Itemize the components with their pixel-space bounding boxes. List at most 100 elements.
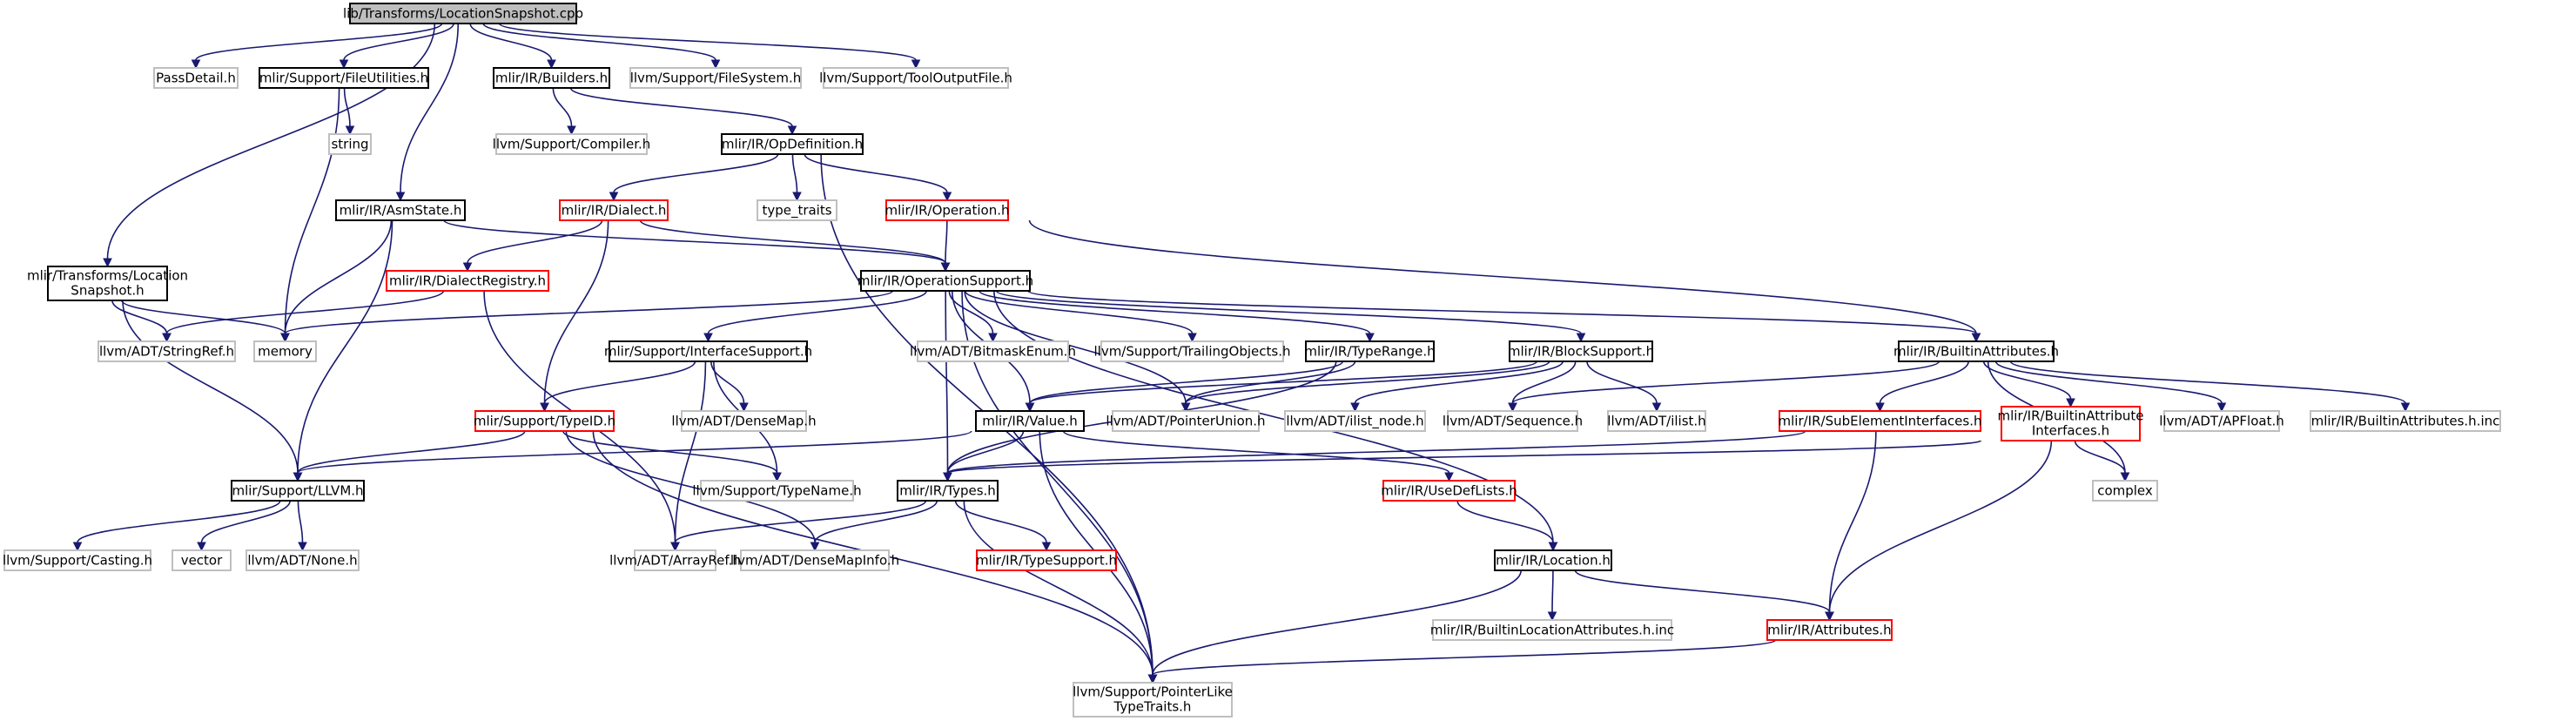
node-box [328, 133, 372, 155]
node-label: mlir/Transforms/Location [27, 268, 188, 284]
node-typeid[interactable]: mlir/Support/TypeID.h [474, 410, 615, 432]
node-label: llvm/Support/PointerLike [1073, 684, 1233, 700]
node-complex: complex [2092, 480, 2158, 502]
node-box [2092, 480, 2158, 502]
node-locsnap[interactable]: mlir/Transforms/LocationSnapshot.h [27, 266, 188, 301]
node-typesupport[interactable]: mlir/IR/TypeSupport.h [976, 549, 1117, 571]
node-label: Interfaces.h [2032, 423, 2109, 439]
node-box [1779, 410, 1981, 432]
node-bitmask: llvm/ADT/BitmaskEnum.h [910, 340, 1076, 362]
node-box [253, 340, 317, 362]
node-box [976, 549, 1117, 571]
node-typerange[interactable]: mlir/IR/TypeRange.h [1304, 340, 1436, 362]
node-opsupport[interactable]: mlir/IR/OperationSupport.h [858, 270, 1033, 292]
node-llvm[interactable]: mlir/Support/LLVM.h [231, 480, 365, 502]
node-label: mlir/Support/FileUtilities.h [259, 71, 428, 86]
node-label: mlir/IR/TypeRange.h [1304, 344, 1435, 360]
node-location[interactable]: mlir/IR/Location.h [1494, 549, 1612, 571]
node-label: llvm/ADT/DenseMap.h [671, 414, 816, 429]
edge-root-to-builders [469, 23, 556, 70]
node-box [495, 133, 648, 155]
node-label: type_traits [762, 203, 831, 219]
node-label: llvm/ADT/Sequence.h [1443, 414, 1583, 429]
node-label: mlir/IR/OperationSupport.h [858, 273, 1033, 289]
edge-location-to-builtinlocinc [1547, 569, 1557, 622]
edge-opsupport-to-builtinattr [1026, 290, 1981, 343]
node-label: mlir/IR/DialectRegistry.h [389, 273, 546, 289]
node-box [349, 3, 577, 24]
node-box [2310, 410, 2501, 432]
node-box [681, 410, 807, 432]
node-vector: vector [172, 549, 232, 571]
edge-typeid-to-typename [562, 430, 782, 482]
node-asmstate[interactable]: mlir/IR/AsmState.h [335, 199, 466, 221]
edge-opsupport-to-bitmask [948, 290, 998, 343]
node-builders[interactable]: mlir/IR/Builders.h [493, 67, 610, 89]
node-types[interactable]: mlir/IR/Types.h [897, 480, 999, 502]
node-label: mlir/Support/TypeID.h [474, 414, 615, 429]
node-label: llvm/Support/Compiler.h [493, 137, 651, 152]
node-label: mlir/IR/Dialect.h [562, 203, 667, 219]
node-operation[interactable]: mlir/IR/Operation.h [885, 199, 1010, 221]
node-box [1447, 410, 1578, 432]
node-stringref: llvm/ADT/StringRef.h [98, 340, 236, 362]
node-dialectreg[interactable]: mlir/IR/DialectRegistry.h [386, 270, 549, 292]
node-passdetail: PassDetail.h [153, 67, 239, 89]
edge-blocksupport-to-sequence [1508, 360, 1577, 413]
node-label: llvm/Support/ToolOutputFile.h [819, 71, 1012, 86]
node-box [1073, 682, 1233, 718]
node-box [975, 410, 1085, 432]
node-typetraits: type_traits [757, 199, 837, 221]
node-label: mlir/IR/Types.h [899, 483, 996, 499]
edge-asmstate-to-memory [280, 219, 393, 343]
node-label: mlir/IR/BuiltinAttribute [1998, 408, 2144, 424]
node-label: mlir/IR/BuiltinAttributes.h [1893, 344, 2059, 360]
node-label: llvm/ADT/DenseMapInfo.h [730, 553, 899, 569]
edge-blocksupport-to-ptrunion [1180, 360, 1550, 413]
edge-opsupport-to-types [943, 290, 952, 482]
edge-value-to-llvm [293, 430, 972, 482]
node-builtinlocinc: mlir/IR/BuiltinLocationAttributes.h.inc [1430, 619, 1674, 641]
node-usedef[interactable]: mlir/IR/UseDefLists.h [1381, 480, 1517, 502]
node-tooloutput: llvm/Support/ToolOutputFile.h [819, 67, 1012, 89]
edge-builtinattr-to-apfloat [1994, 360, 2227, 413]
edge-builders-to-compiler [552, 87, 576, 136]
node-box [172, 549, 232, 571]
node-blocksupport[interactable]: mlir/IR/BlockSupport.h [1508, 340, 1654, 362]
node-filesystem: llvm/Support/FileSystem.h [629, 67, 802, 89]
node-attributes[interactable]: mlir/IR/Attributes.h [1766, 619, 1893, 641]
node-dialect[interactable]: mlir/IR/Dialect.h [559, 199, 669, 221]
edge-dialect-to-opsupport [639, 219, 951, 273]
node-box [721, 133, 864, 155]
node-label: mlir/IR/Attributes.h [1767, 623, 1891, 638]
node-box [885, 199, 1009, 221]
edge-fileutil-to-string [343, 87, 355, 136]
node-label: llvm/Support/TrailingObjects.h [1093, 344, 1290, 360]
node-subelem[interactable]: mlir/IR/SubElementInterfaces.h [1779, 410, 1982, 432]
node-box [2001, 406, 2141, 441]
node-box [386, 270, 549, 292]
node-box [3, 549, 151, 571]
node-box [757, 199, 837, 221]
node-box [897, 480, 999, 502]
node-label: vector [181, 553, 223, 569]
node-root[interactable]: lib/Transforms/LocationSnapshot.cpp [343, 3, 583, 24]
node-label: mlir/IR/Builders.h [495, 71, 608, 86]
node-box [259, 67, 429, 89]
node-builtinattr[interactable]: mlir/IR/BuiltinAttributes.h [1893, 340, 2059, 362]
edge-location-to-attributes [1574, 569, 1834, 622]
node-ifacesupport[interactable]: mlir/Support/InterfaceSupport.h [604, 340, 812, 362]
node-ptrunion: llvm/ADT/PointerUnion.h [1106, 410, 1266, 432]
edge-builtinattr-to-builtinattrinc [2009, 360, 2411, 413]
edge-opdef-to-dialect [609, 153, 779, 202]
node-value[interactable]: mlir/IR/Value.h [975, 410, 1085, 432]
edge-llvm-to-none [297, 500, 307, 552]
node-fileutil[interactable]: mlir/Support/FileUtilities.h [259, 67, 429, 89]
node-opdef[interactable]: mlir/IR/OpDefinition.h [721, 133, 864, 155]
edge-locsnap-to-stringref [111, 300, 172, 343]
node-label: llvm/ADT/StringRef.h [99, 344, 234, 360]
node-box [98, 340, 236, 362]
node-label: mlir/IR/Operation.h [885, 203, 1010, 219]
